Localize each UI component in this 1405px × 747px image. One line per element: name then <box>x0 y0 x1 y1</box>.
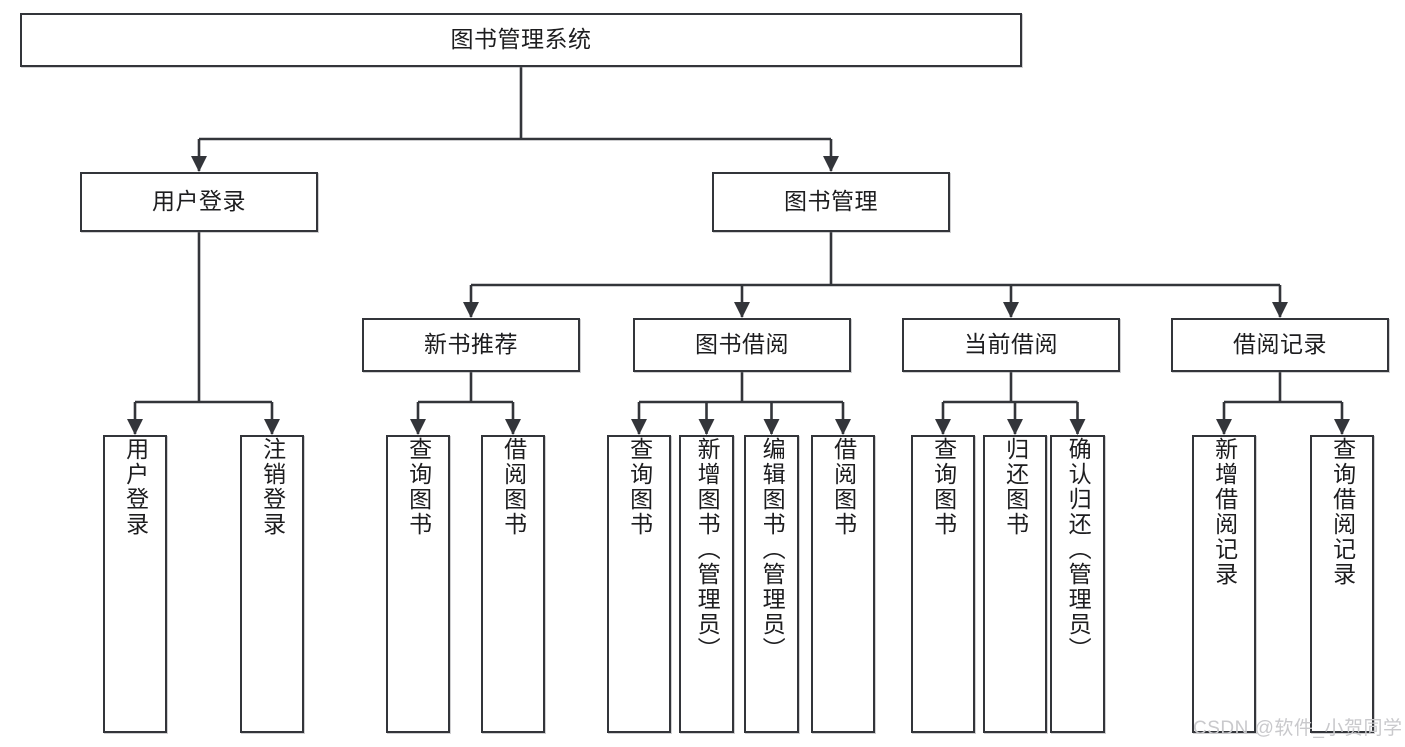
node-leaf-re-add[interactable]: 新增借阅记录 <box>1192 435 1256 733</box>
node-label: 查询图书 <box>626 437 653 537</box>
node-leaf-logout[interactable]: 注销登录 <box>240 435 304 733</box>
node-leaf-nb-query[interactable]: 查询图书 <box>386 435 450 733</box>
node-leaf-nb-borrow[interactable]: 借阅图书 <box>481 435 545 733</box>
node-label: 编辑图书（管理员） <box>759 437 786 662</box>
node-label: 用户登录 <box>152 188 246 215</box>
node-newbook[interactable]: 新书推荐 <box>362 318 580 372</box>
node-label: 查询图书 <box>405 437 432 537</box>
node-current[interactable]: 当前借阅 <box>902 318 1120 372</box>
node-label: 借阅图书 <box>500 437 527 537</box>
node-label: 查询借阅记录 <box>1329 437 1356 587</box>
node-leaf-cu-query[interactable]: 查询图书 <box>911 435 975 733</box>
node-label: 归还图书 <box>1002 437 1029 537</box>
node-leaf-bo-lend[interactable]: 借阅图书 <box>811 435 875 733</box>
node-leaf-bo-add[interactable]: 新增图书（管理员） <box>679 435 734 733</box>
node-login[interactable]: 用户登录 <box>80 172 318 232</box>
node-leaf-bo-edit[interactable]: 编辑图书（管理员） <box>744 435 799 733</box>
node-leaf-login[interactable]: 用户登录 <box>103 435 167 733</box>
node-leaf-re-query[interactable]: 查询借阅记录 <box>1310 435 1374 733</box>
node-label: 注销登录 <box>259 437 286 537</box>
node-bookmgmt[interactable]: 图书管理 <box>712 172 950 232</box>
node-label: 查询图书 <box>930 437 957 537</box>
node-root[interactable]: 图书管理系统 <box>20 13 1022 67</box>
node-label: 用户登录 <box>122 437 149 537</box>
node-leaf-cu-back[interactable]: 归还图书 <box>983 435 1047 733</box>
node-borrow[interactable]: 图书借阅 <box>633 318 851 372</box>
node-label: 新增借阅记录 <box>1211 437 1238 587</box>
node-label: 借阅图书 <box>830 437 857 537</box>
node-label: 图书借阅 <box>695 331 789 358</box>
node-label: 确认归还（管理员） <box>1065 437 1092 662</box>
node-label: 图书管理系统 <box>450 26 592 53</box>
node-label: 当前借阅 <box>964 331 1058 358</box>
node-label: 新增图书（管理员） <box>694 437 721 662</box>
node-label: 图书管理 <box>784 188 878 215</box>
node-leaf-bo-query[interactable]: 查询图书 <box>607 435 671 733</box>
node-label: 新书推荐 <box>424 331 518 358</box>
node-label: 借阅记录 <box>1233 331 1327 358</box>
node-leaf-cu-conf[interactable]: 确认归还（管理员） <box>1050 435 1105 733</box>
node-records[interactable]: 借阅记录 <box>1171 318 1389 372</box>
